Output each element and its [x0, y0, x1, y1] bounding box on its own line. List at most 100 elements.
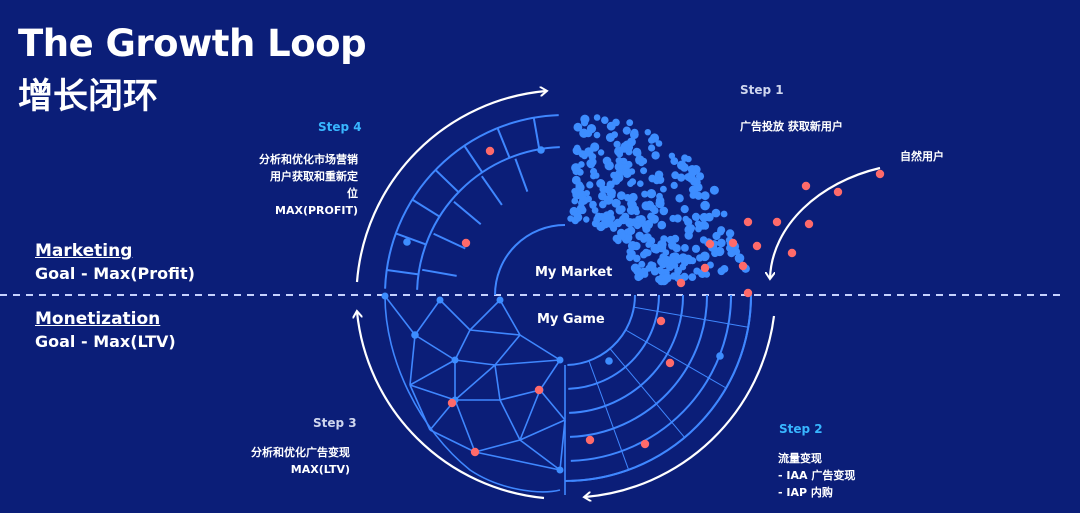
loop-arrow-left: [357, 312, 545, 500]
user-dot-blue: [652, 246, 661, 254]
user-dot-blue: [613, 140, 621, 148]
user-dot-blue: [700, 251, 710, 262]
user-dot-blue: [602, 156, 612, 166]
user-dot-blue: [717, 238, 726, 248]
user-dot-blue: [688, 185, 697, 194]
step4-label: Step 4: [318, 120, 362, 134]
organic-arrow: [770, 166, 881, 278]
user-dot-red: [772, 217, 782, 227]
user-dot-blue: [734, 253, 745, 263]
user-dot-blue: [615, 205, 625, 215]
user-dot-blue: [648, 144, 656, 152]
center-game-label: My Game: [537, 312, 605, 327]
user-dot-blue: [573, 122, 583, 132]
user-dot-blue: [579, 195, 589, 205]
mesh-edge: [494, 334, 521, 366]
mesh-edge: [409, 384, 456, 401]
user-dot-blue: [641, 190, 649, 198]
mesh-edge: [499, 389, 541, 401]
user-dot-blue: [573, 212, 583, 222]
outer-arc-upper: [384, 114, 559, 289]
user-dot-blue: [602, 211, 612, 221]
monetization-heading: Monetization: [35, 309, 161, 329]
user-dot-blue: [683, 254, 693, 264]
user-dot-blue: [571, 175, 581, 185]
user-dot-blue: [620, 142, 628, 150]
user-dot-blue: [619, 232, 626, 240]
user-dot-blue: [640, 167, 648, 175]
user-dot-blue: [611, 198, 621, 208]
user-dot-blue: [625, 148, 633, 156]
user-dot-blue: [648, 174, 657, 183]
user-dot-blue: [626, 253, 634, 262]
mesh-edge: [429, 429, 476, 453]
ring-spoke: [609, 348, 685, 438]
page-title: The Growth Loop: [18, 22, 367, 65]
mesh-edge: [519, 439, 561, 471]
mesh-edge: [454, 329, 471, 361]
mesh-edge: [384, 295, 416, 336]
user-dot-blue: [657, 220, 667, 230]
outer-spoke: [395, 232, 427, 246]
user-dot-red: [752, 241, 762, 251]
user-dot-red: [447, 398, 457, 408]
user-dot-blue: [411, 331, 419, 339]
user-dot-blue: [691, 212, 701, 221]
user-dot-blue: [681, 244, 689, 252]
outer-spoke: [434, 169, 460, 193]
user-dot-blue: [579, 128, 589, 138]
user-dot-blue: [691, 244, 701, 253]
user-dot-blue: [633, 222, 642, 230]
mesh-edge: [559, 419, 566, 471]
mesh-edge: [499, 299, 521, 336]
user-dot-blue: [576, 204, 586, 213]
user-dot-blue: [617, 191, 626, 201]
user-dot-blue: [716, 352, 724, 360]
inner-spoke: [514, 158, 529, 192]
outer-spoke: [411, 198, 441, 218]
organic-users-label: 自然用户: [900, 150, 944, 163]
user-dot-blue: [644, 129, 651, 136]
user-dot-blue: [657, 257, 666, 266]
user-dot-blue: [632, 147, 642, 157]
user-dot-red: [676, 278, 686, 288]
user-dot-blue: [635, 215, 642, 223]
user-dot-blue: [688, 273, 697, 281]
page-subtitle: 增长闭环: [18, 77, 159, 117]
step2-label: Step 2: [779, 422, 823, 436]
step3-label: Step 3: [313, 416, 357, 430]
user-dot-blue: [584, 147, 594, 157]
ring-structure: [384, 114, 752, 482]
user-dot-blue: [589, 200, 597, 209]
mesh-edge: [494, 364, 501, 401]
user-dot-blue: [583, 216, 590, 223]
user-dot-blue: [601, 116, 609, 124]
user-dot-red: [804, 219, 814, 229]
outer-spoke: [496, 127, 511, 159]
inner-arc-upper: [494, 224, 566, 296]
inner-spoke: [481, 175, 503, 206]
user-dot-blue: [581, 119, 589, 127]
mesh-edge: [454, 364, 496, 401]
user-dot-blue: [610, 224, 618, 232]
user-dot-blue: [596, 179, 606, 188]
user-dot-blue: [669, 214, 677, 223]
user-dot-blue: [629, 130, 639, 140]
ring-arc: [568, 295, 660, 390]
user-dot-blue: [677, 173, 686, 182]
user-dot-blue: [715, 246, 725, 257]
user-dot-blue: [709, 185, 719, 195]
ring-spoke: [588, 360, 630, 470]
mesh-edge: [454, 399, 476, 453]
user-dot-blue: [704, 212, 714, 222]
user-dot-red: [743, 288, 753, 298]
mesh-edge: [499, 399, 521, 441]
user-dot-blue: [586, 124, 597, 134]
user-dot-blue: [633, 254, 641, 263]
user-dot-blue: [649, 214, 659, 224]
user-dot-blue: [649, 204, 657, 213]
user-dot-blue: [646, 189, 657, 199]
user-dot-blue: [641, 201, 651, 211]
user-dot-blue: [537, 146, 545, 154]
